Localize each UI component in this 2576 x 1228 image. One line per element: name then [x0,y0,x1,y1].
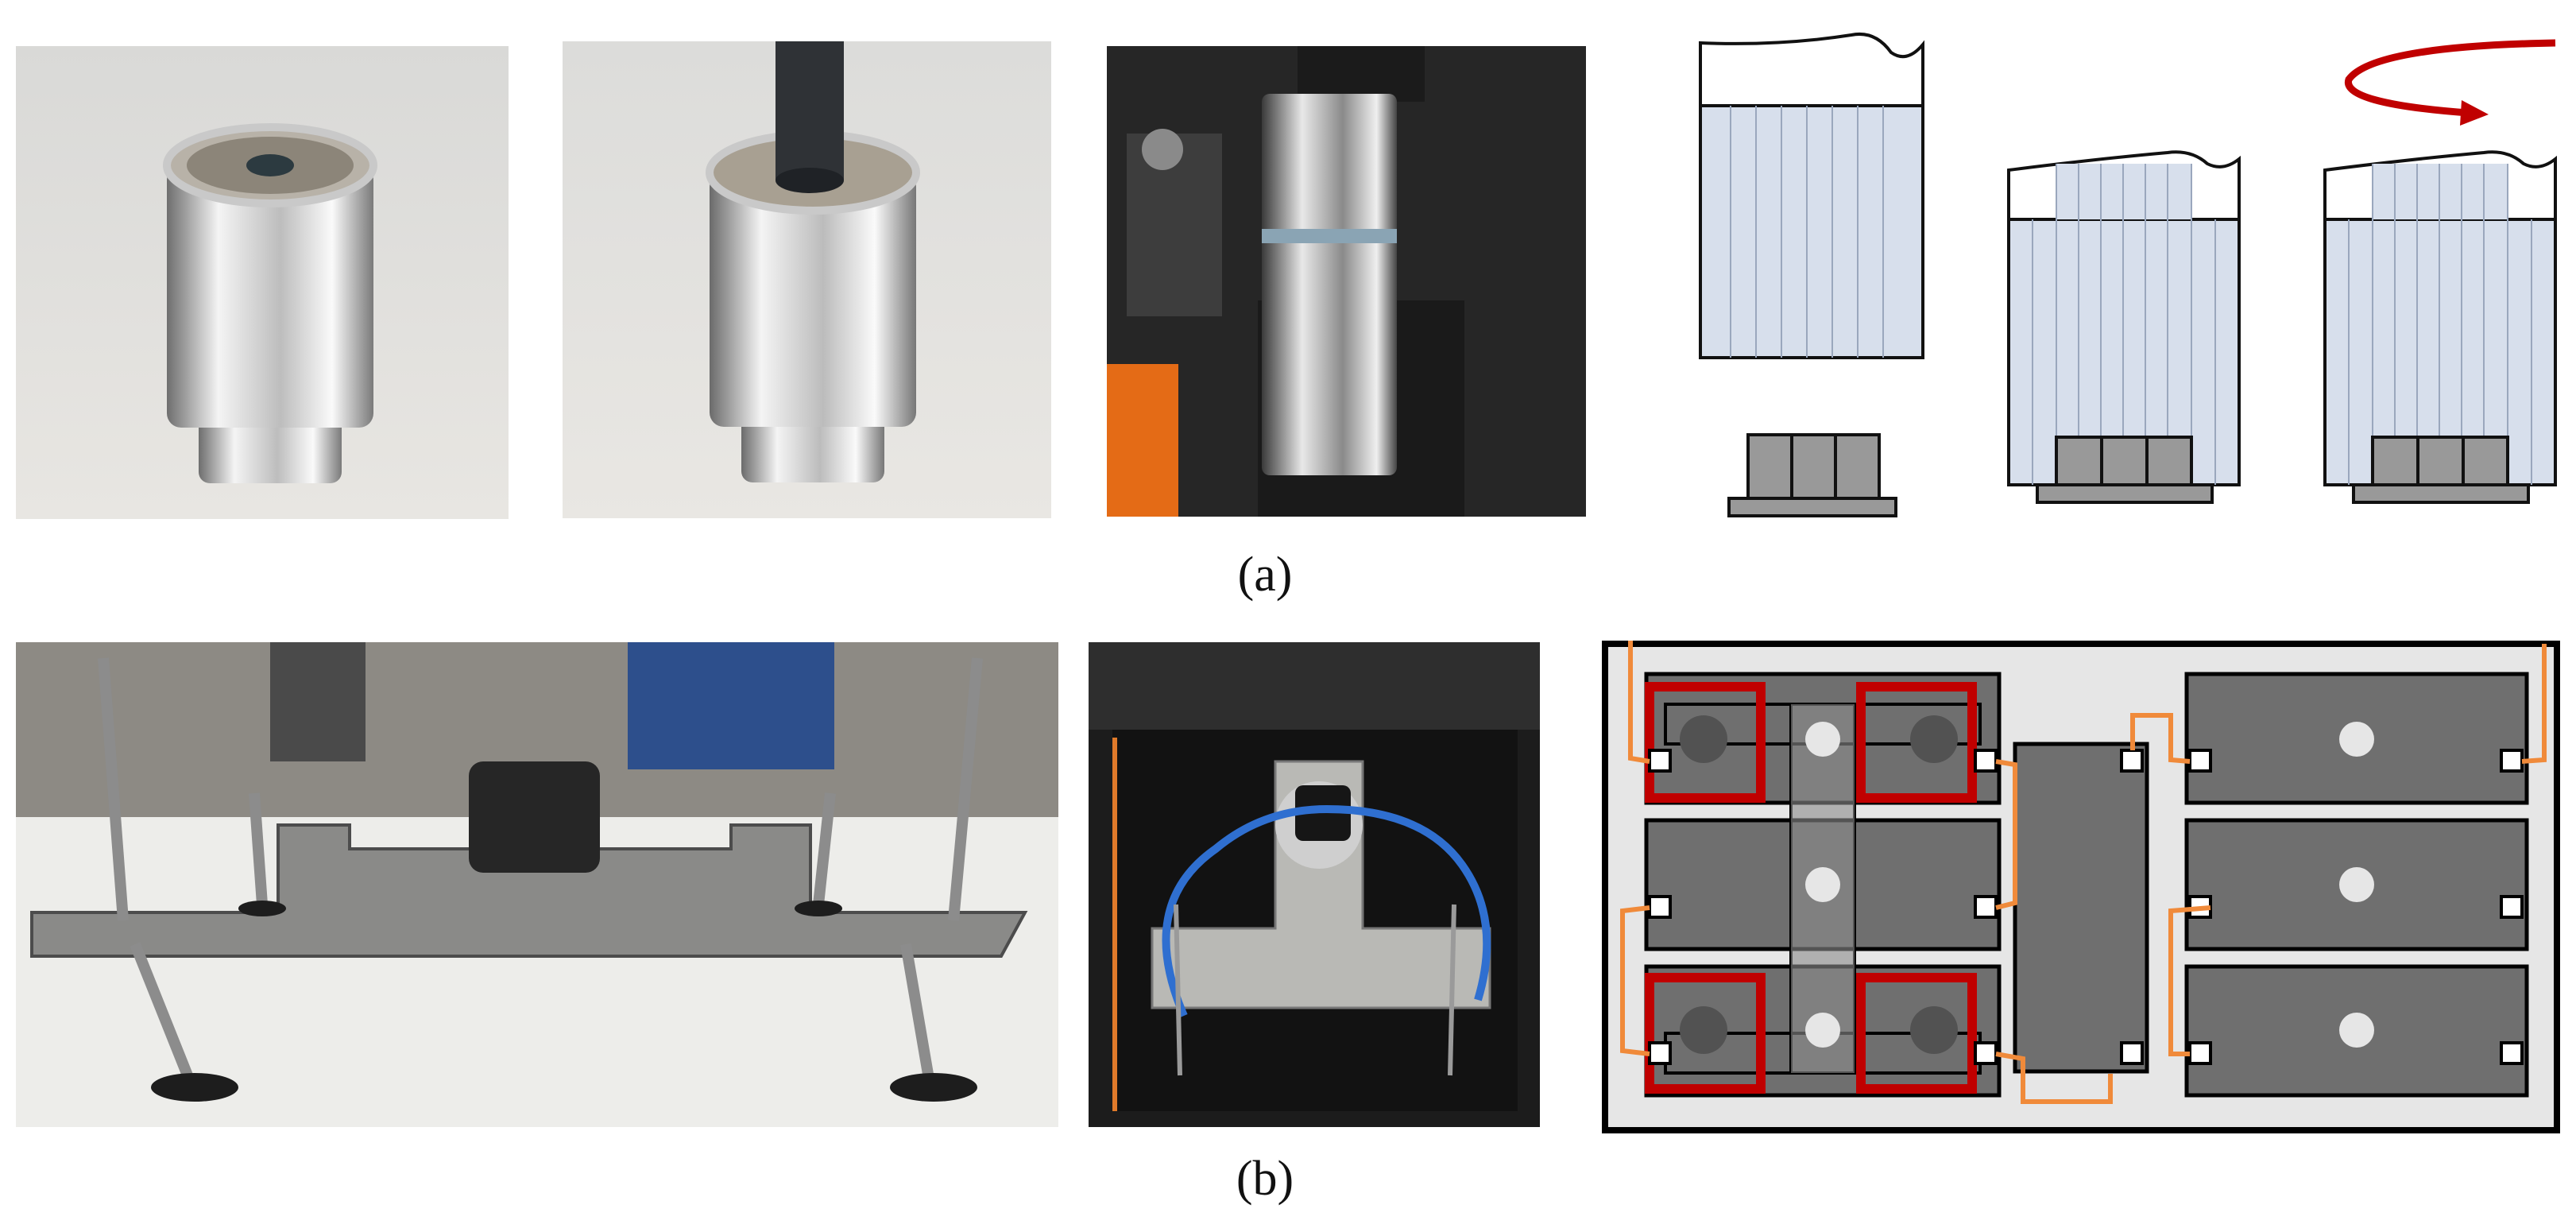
suction-region-bottom-right [1856,973,1977,1094]
socket-engagement-schematic [1684,24,2566,533]
suction-region-top-left [1645,682,1766,803]
stage-pins-conform [2007,150,2241,504]
suction-region-top-right [1856,682,1977,803]
stage-socket-above-nut [1699,33,1924,517]
stage-rotation [2323,39,2557,504]
photo-socket-with-rod [563,41,1051,518]
photo-socket-in-fixture [1107,46,1586,517]
suction-region-bottom-left [1645,973,1766,1094]
photo-suction-gripper-side [16,642,1058,1127]
battery-layout-schematic [1602,641,2560,1133]
caption-a: (a) [1237,548,1293,602]
caption-b: (b) [1236,1152,1294,1206]
photo-suction-gripper-top [1089,642,1540,1127]
photo-socket-empty [16,46,509,519]
rotation-arrow-icon [2344,39,2556,117]
